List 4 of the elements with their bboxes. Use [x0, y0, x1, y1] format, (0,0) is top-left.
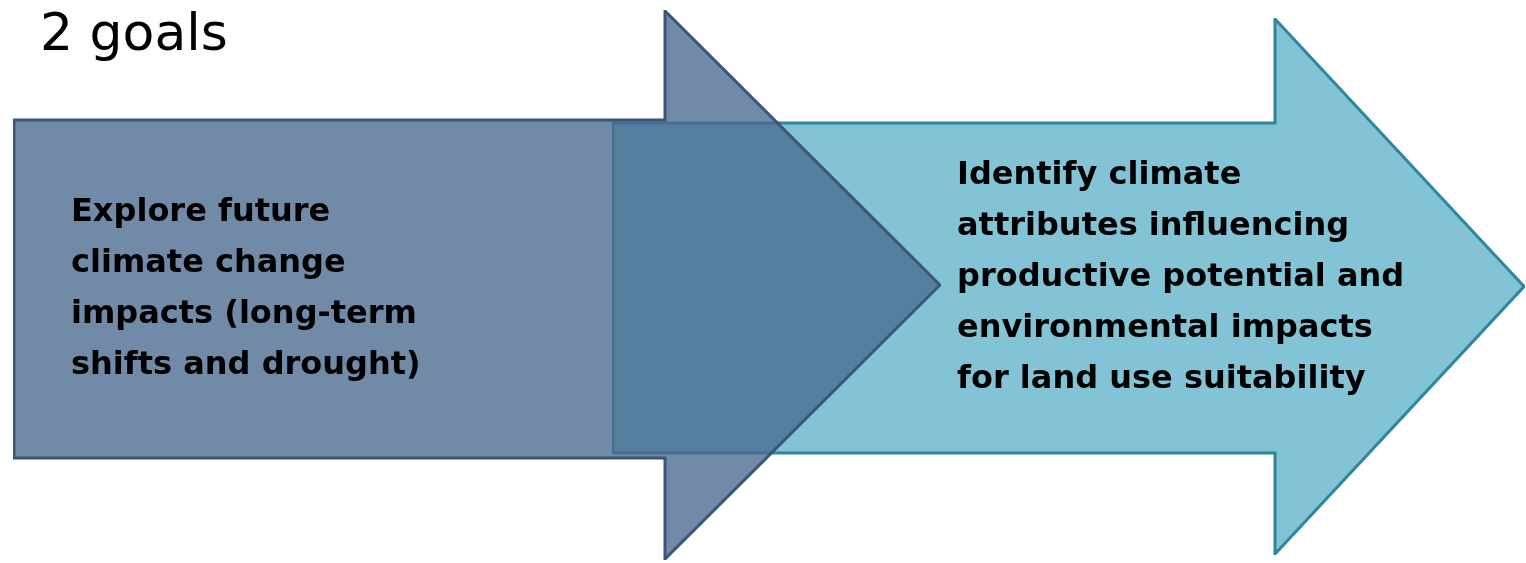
goal-text: Identify climate attributes influencing productive potential and environmental impacts for land use suitability [957, 153, 1406, 398]
title: 2 goals [40, 1, 228, 64]
goal-text: Explore future climate change impacts (long-term shifts and drought) [71, 190, 422, 384]
arrow-shape [13, 10, 941, 560]
